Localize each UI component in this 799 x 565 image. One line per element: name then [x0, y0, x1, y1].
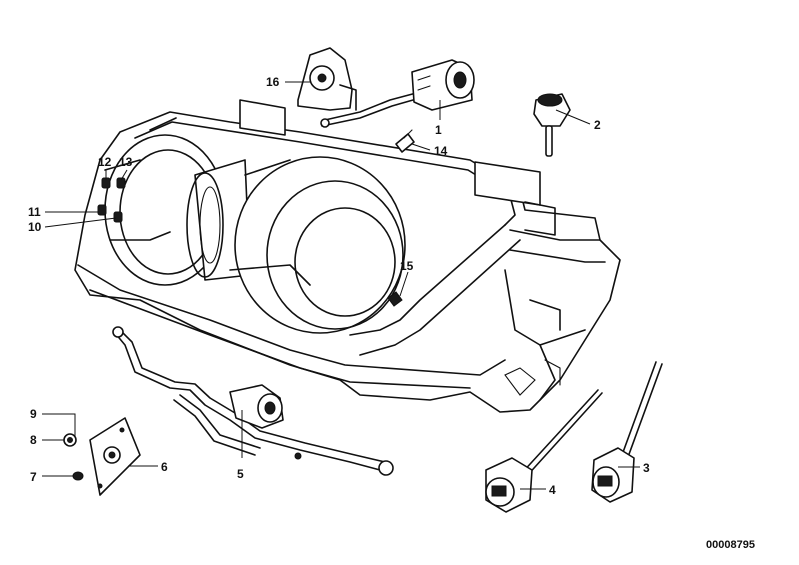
stud-left-group [97, 177, 126, 223]
callout-7: 7 [30, 470, 37, 484]
stud-15 [387, 291, 403, 307]
heater-housing [74, 99, 621, 413]
sensor-2 [533, 93, 571, 157]
callout-4: 4 [549, 483, 556, 497]
callout-10: 10 [28, 220, 42, 234]
reference-number: 00008795 [706, 539, 755, 551]
plate-6 [89, 417, 141, 496]
bracket-16 [297, 47, 357, 111]
switch-1 [320, 59, 475, 128]
callout-2: 2 [594, 118, 601, 132]
sensor-3 [591, 361, 663, 503]
callout-3: 3 [643, 461, 650, 475]
callout-9: 9 [30, 407, 37, 421]
callout-11: 11 [28, 205, 41, 219]
callout-8: 8 [30, 433, 37, 447]
screw-7 [72, 471, 84, 481]
callout-16: 16 [266, 75, 280, 89]
sensor-4 [485, 389, 603, 513]
callout-15: 15 [400, 259, 414, 273]
leader-lines [42, 81, 640, 490]
callout-14: 14 [434, 144, 448, 158]
washer-8 [63, 433, 77, 447]
callout-12: 12 [98, 155, 112, 169]
clip-14 [395, 129, 415, 153]
callouts: 16 1 2 14 12 13 11 10 15 5 9 8 7 6 4 3 [28, 75, 650, 497]
callout-5: 5 [237, 467, 244, 481]
callout-1: 1 [435, 123, 442, 137]
callout-6: 6 [161, 460, 168, 474]
callout-13: 13 [119, 155, 133, 169]
linkage-5 [112, 326, 394, 476]
